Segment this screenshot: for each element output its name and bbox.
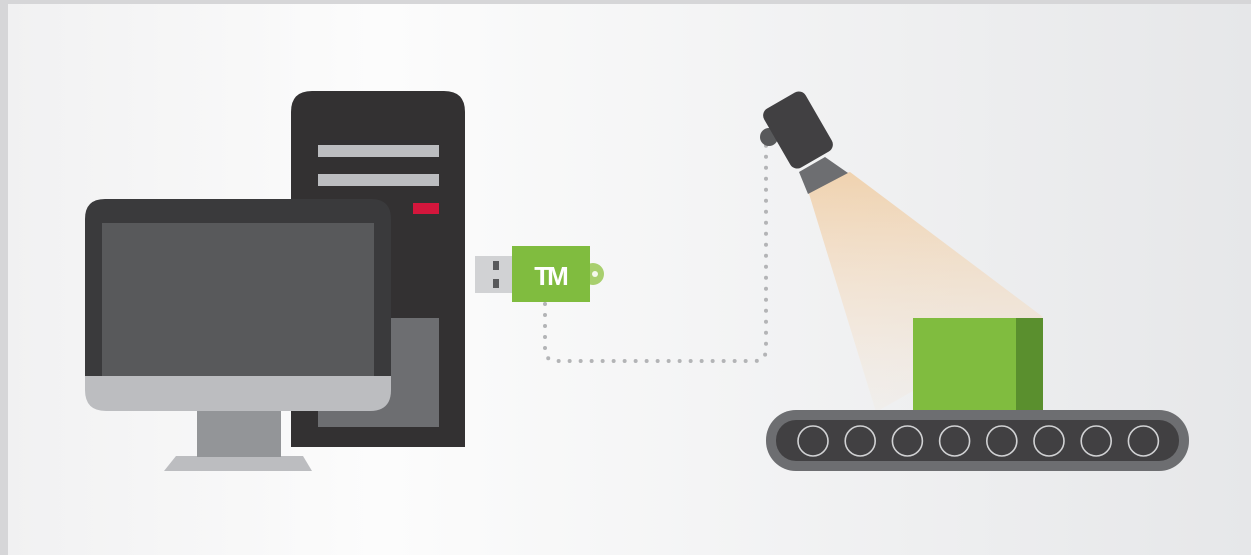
box-side — [1016, 318, 1043, 412]
box-front — [913, 318, 1016, 412]
drive-bay-1 — [318, 145, 439, 157]
monitor-stand-base — [164, 456, 312, 471]
power-led — [413, 203, 439, 214]
conveyor-belt — [776, 420, 1179, 461]
drive-bay-2 — [318, 174, 439, 186]
monitor-stand-neck — [197, 406, 281, 457]
conveyor-belt-icon — [766, 410, 1189, 471]
monitor-screen — [102, 223, 374, 376]
package-box-icon — [913, 318, 1043, 412]
integration-diagram: TM — [8, 4, 1251, 555]
dongle-label: TM — [534, 261, 567, 291]
